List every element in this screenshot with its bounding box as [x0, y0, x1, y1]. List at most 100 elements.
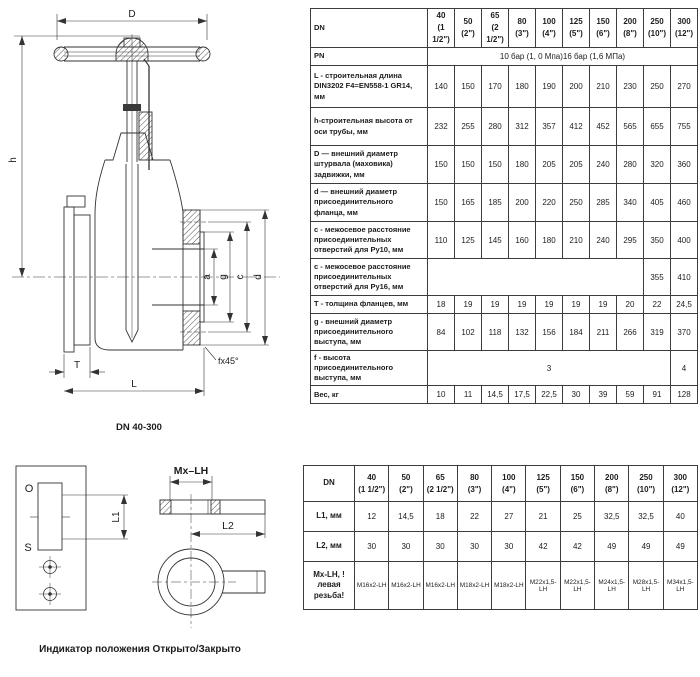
dn-inch: (5")	[536, 484, 550, 494]
table-cell: 240	[589, 145, 617, 184]
table-label: g - внешний диаметр присоединительного в…	[310, 313, 428, 351]
dim-D	[56, 14, 208, 40]
dn-size-cell: 80(3")	[508, 8, 536, 48]
table-cell: 42	[525, 531, 561, 562]
table-label: с - межосевое расстояние присоединительн…	[310, 258, 428, 296]
dim-a-label: a	[202, 274, 213, 280]
table-cell: 412	[562, 107, 590, 146]
table-cell: 165	[454, 183, 482, 222]
table-cell: 340	[616, 183, 644, 222]
dn-size: 150	[570, 472, 585, 482]
table-cell: 205	[535, 145, 563, 184]
table-label: Вес, кг	[310, 385, 428, 405]
table-row: d — внешний диаметр присоединительного ф…	[310, 183, 698, 222]
table-cell: 285	[589, 183, 617, 222]
table-cell: M24x1,5-LH	[594, 561, 630, 610]
table-label: L1, мм	[303, 501, 355, 532]
table-cell: M16x2-LH	[388, 561, 424, 610]
table-cell: 14,5	[388, 501, 424, 532]
table-cell: 150	[454, 145, 482, 184]
dn-size: 300	[677, 17, 691, 26]
dn-size-cell: 300(12")	[670, 8, 698, 48]
dn-inch: (10")	[647, 29, 667, 38]
table-cell: 312	[508, 107, 536, 146]
table-cell: 102	[454, 313, 482, 351]
table-cell: 232	[427, 107, 455, 146]
table-cell: 42	[559, 531, 596, 562]
table-cell: 32,5	[594, 501, 630, 532]
mounting-hole	[39, 556, 61, 578]
table-cell: 4	[670, 349, 698, 387]
table-label: Mx-LH, ! левая резьба!	[303, 561, 355, 610]
table-row: с - межосевое расстояние присоединительн…	[310, 258, 698, 296]
dn-inch: (4")	[502, 484, 516, 494]
table-cell: 11	[454, 385, 482, 405]
table-label: L - строительная длина DIN3202 F4=EN558-…	[310, 65, 428, 108]
dn-size: 250	[639, 472, 653, 482]
dn-size-cell: 250(10")	[643, 8, 671, 48]
table-cell: 266	[616, 313, 644, 351]
table-cell: 3	[427, 349, 671, 387]
dn-size-cell: 40(1 1/2")	[427, 8, 455, 48]
table-cell: 59	[616, 385, 644, 405]
table-cell: 160	[508, 221, 536, 259]
table-cell: 150	[427, 183, 455, 222]
dn-size-cell: 80(3")	[456, 465, 493, 502]
table-cell: 350	[643, 221, 671, 259]
dn-size-cell: 200(8")	[594, 465, 630, 502]
table-cell: 40	[662, 501, 699, 532]
table-label: Т - толщина фланцев, мм	[310, 295, 428, 314]
valve-caption: DN 40-300	[116, 422, 162, 433]
dn-size: 65	[435, 472, 445, 482]
table-cell: 22	[456, 501, 493, 532]
table-cell: 30	[353, 531, 390, 562]
dn-size-cell: 125(5")	[562, 8, 590, 48]
table-row: g - внешний диаметр присоединительного в…	[310, 313, 698, 351]
dim-L-label: L	[131, 379, 137, 390]
table-cell: M16x2-LH	[422, 561, 458, 610]
table-cell: 49	[594, 531, 630, 562]
table-cell: 24,5	[670, 295, 698, 314]
pn-value: 10 бар (1, 0 Мпа)16 бар (1,6 МПа)	[427, 47, 698, 66]
table-cell: M28x1,5-LH	[628, 561, 664, 610]
table-cell: 91	[643, 385, 671, 405]
table-cell: 18	[427, 295, 455, 314]
valve-drawing: D h a g c d	[8, 9, 280, 433]
table-cell: M34x1,5-LH	[662, 561, 699, 610]
dn-size-cell: 50(2")	[454, 8, 482, 48]
shut-label: S	[24, 542, 31, 554]
table-cell: 10	[427, 385, 455, 405]
dn-size: 50	[463, 17, 473, 26]
table-cell: 755	[670, 107, 698, 146]
table-cell: 200	[508, 183, 536, 222]
dn-size: 200	[605, 472, 619, 482]
dn-size-cell: 150(6")	[559, 465, 596, 502]
dim-g-label: g	[218, 274, 229, 280]
table-label: d — внешний диаметр присоединительного ф…	[310, 183, 428, 222]
dn-inch: (2 1/2")	[486, 23, 504, 44]
left-flange	[63, 195, 91, 353]
dn-size: 50	[401, 472, 411, 482]
dn-inch: (6")	[596, 29, 610, 38]
dn-size-cell: 50(2")	[388, 465, 424, 502]
dn-size-cell: 100(4")	[535, 8, 563, 48]
dn-size-cell: 300(12")	[662, 465, 699, 502]
table-cell: 145	[481, 221, 509, 259]
table-cell: 32,5	[628, 501, 664, 532]
table-cell: 170	[481, 65, 509, 108]
table-cell: 110	[427, 221, 455, 259]
pn-label: PN	[310, 47, 428, 66]
table-cell: 460	[670, 183, 698, 222]
indicator-plate	[15, 465, 128, 611]
table-cell: 49	[628, 531, 664, 562]
table-cell: 280	[616, 145, 644, 184]
dim-g	[204, 231, 234, 323]
table-cell: 180	[508, 145, 536, 184]
table-cell: 360	[670, 145, 698, 184]
indicator-drawing: O S L1	[15, 465, 266, 655]
table-cell: 319	[643, 313, 671, 351]
